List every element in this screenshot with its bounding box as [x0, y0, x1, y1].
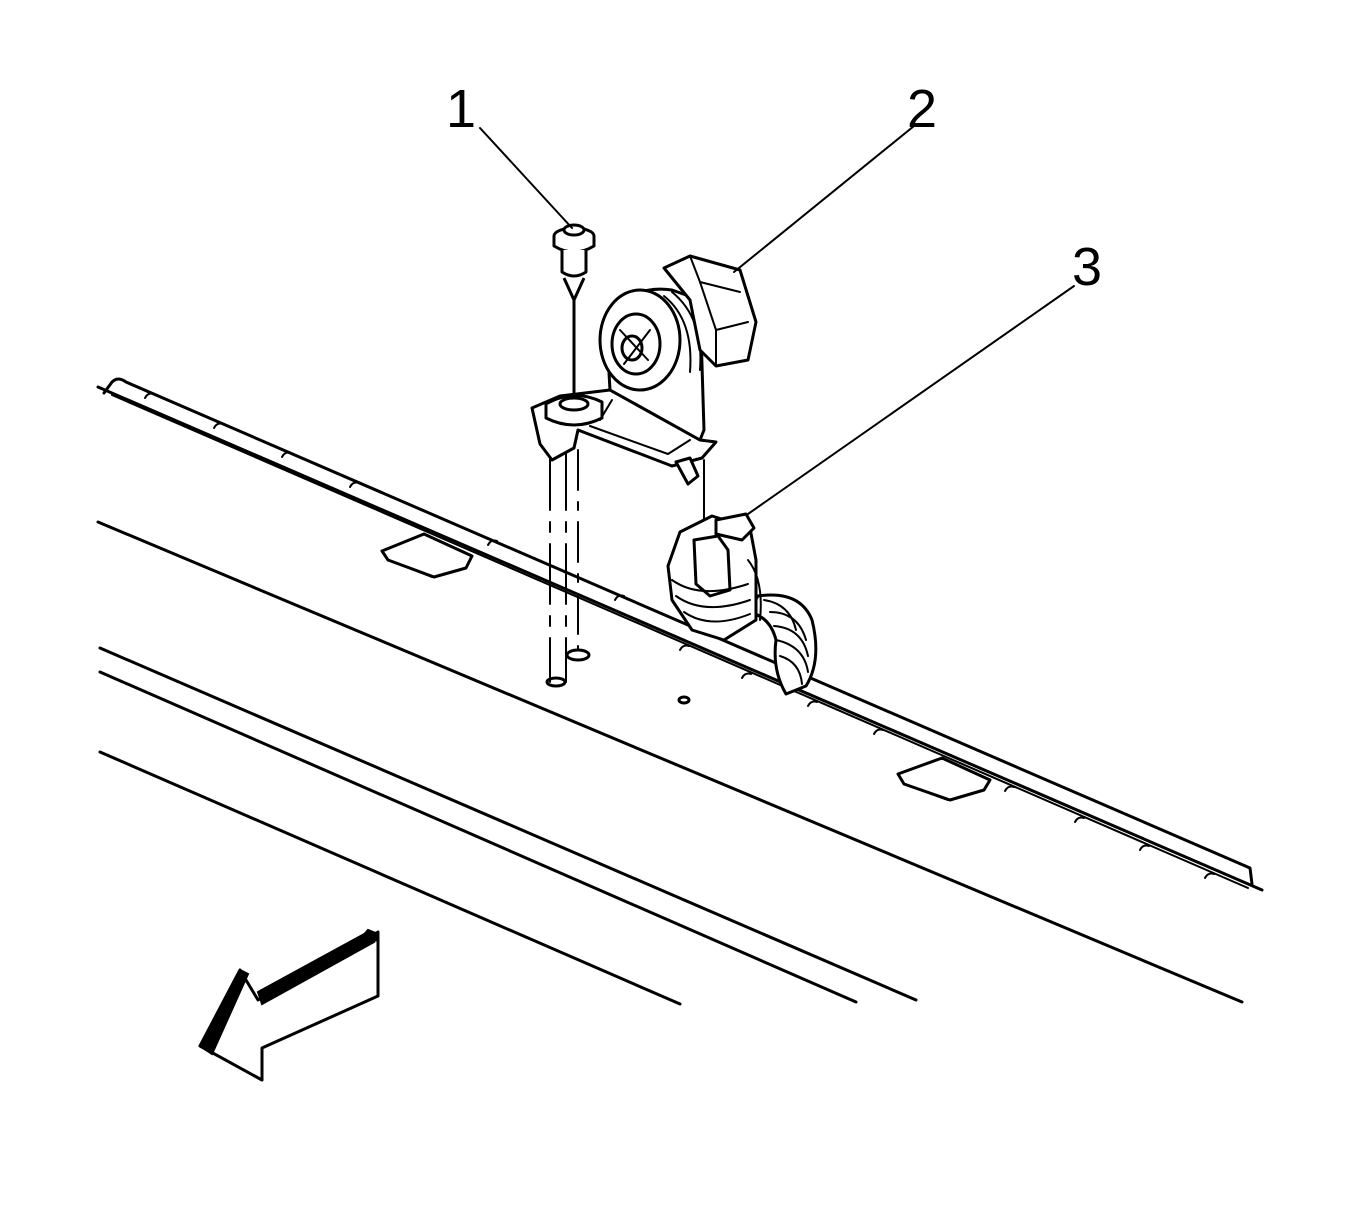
panel-edge-4 [98, 670, 858, 1004]
tab-right [896, 756, 992, 802]
panel-edge-2 [96, 520, 1244, 1004]
alignment-lines [549, 298, 705, 683]
panel-top-edge [96, 385, 1264, 892]
panel-edge-3 [98, 646, 918, 1002]
callout-3: 3 [1072, 237, 1103, 297]
leader-3 [747, 285, 1075, 515]
electrical-connector [666, 512, 818, 696]
panel-edges [96, 377, 1264, 1006]
leader-2 [733, 125, 915, 273]
callout-1: 1 [446, 79, 477, 139]
panel-holes [545, 648, 691, 705]
lip-segments [144, 392, 1215, 879]
panel-lip [102, 377, 1254, 886]
leader-lines [479, 125, 1075, 515]
callout-2: 2 [907, 79, 938, 139]
front-direction-arrow-icon [198, 928, 380, 1082]
hole-3 [677, 695, 691, 705]
push-pin-retainer [552, 223, 596, 302]
panel-edge-5 [98, 750, 682, 1006]
hole-1 [565, 648, 591, 662]
panel-lip-inner [111, 394, 1249, 889]
tab-left [380, 532, 474, 579]
lamp-socket-bracket [530, 254, 758, 486]
leader-1 [479, 127, 573, 229]
retainer-tabs [380, 532, 992, 802]
